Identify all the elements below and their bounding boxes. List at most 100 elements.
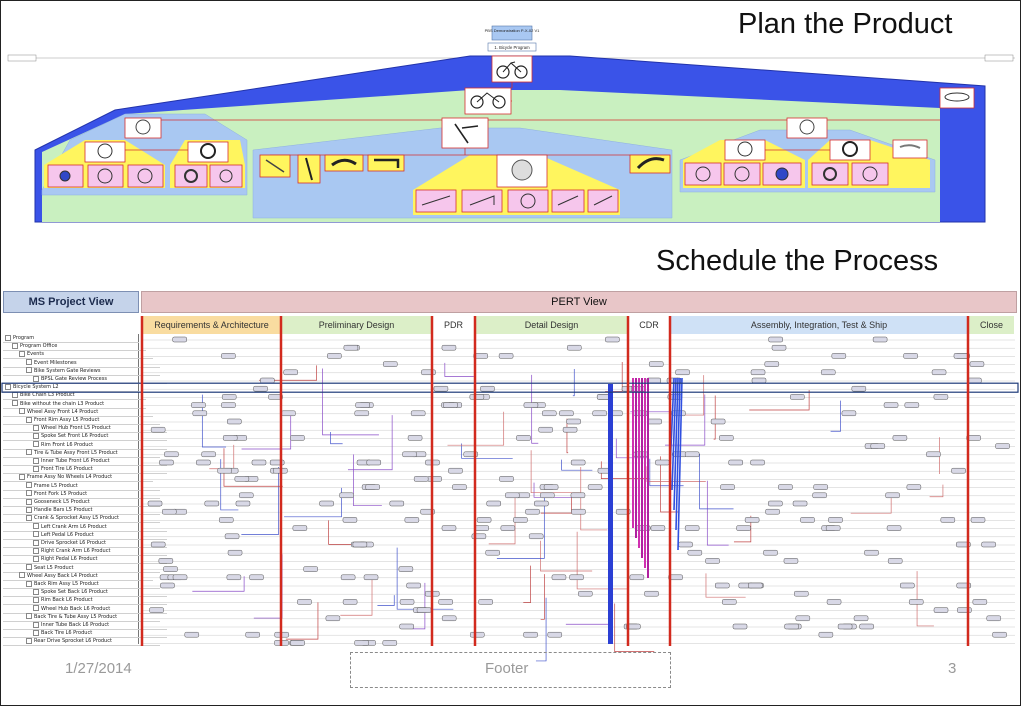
tire-front-leaf[interactable] xyxy=(209,164,243,188)
expand-toggle-icon[interactable] xyxy=(33,375,39,382)
phase-requirements[interactable]: Requirements & Architecture xyxy=(143,316,280,334)
expand-toggle-icon[interactable] xyxy=(19,572,25,579)
task-row[interactable]: Left Pedal L6 Product xyxy=(3,531,167,540)
expand-toggle-icon[interactable] xyxy=(26,514,32,521)
task-row[interactable]: Spoke Set Front L6 Product xyxy=(3,432,167,442)
task-row[interactable]: Wheel Assy Back L4 Product xyxy=(3,572,153,581)
task-row[interactable]: Inner Tube Front L6 Product xyxy=(3,457,167,466)
root-node[interactable] xyxy=(491,25,533,41)
task-row[interactable]: Gooseneck L5 Product xyxy=(3,498,160,507)
expand-toggle-icon[interactable] xyxy=(33,555,39,562)
task-row[interactable]: Wheel Hub Front L5 Product xyxy=(3,424,167,434)
tube-front-leaf[interactable] xyxy=(174,164,208,188)
seat-node[interactable] xyxy=(892,139,928,159)
expand-toggle-icon[interactable] xyxy=(33,465,39,472)
expand-toggle-icon[interactable] xyxy=(19,408,25,415)
back-wheel-assy-node[interactable] xyxy=(786,117,828,139)
task-row[interactable]: Event Milestones xyxy=(3,359,160,368)
bicycle-node[interactable] xyxy=(491,55,533,83)
expand-toggle-icon[interactable] xyxy=(26,490,32,497)
expand-toggle-icon[interactable] xyxy=(26,498,32,505)
task-row[interactable]: Drive Sprocket L6 Product xyxy=(3,539,167,548)
phase-preliminary-design[interactable]: Preliminary Design xyxy=(282,316,431,334)
back-tire-assy-node[interactable] xyxy=(829,139,871,161)
expand-toggle-icon[interactable] xyxy=(33,457,39,464)
task-row[interactable]: Bike without the chain L3 Product xyxy=(3,400,146,409)
expand-toggle-icon[interactable] xyxy=(33,539,39,546)
task-row[interactable]: Back Tire L6 Product xyxy=(3,629,167,639)
phase-assembly-integration[interactable]: Assembly, Integration, Test & Ship xyxy=(671,316,967,334)
seat-post-node[interactable] xyxy=(629,154,671,174)
expand-toggle-icon[interactable] xyxy=(26,367,32,374)
task-row[interactable]: Spoke Set Back L6 Product xyxy=(3,588,167,598)
task-row[interactable]: Front Tire L6 Product xyxy=(3,465,167,475)
crank-sprocket-assy-node[interactable] xyxy=(496,154,548,188)
expand-toggle-icon[interactable] xyxy=(26,506,32,513)
task-row[interactable]: Tire & Tube Assy Front L5 Product xyxy=(3,449,160,458)
expand-toggle-icon[interactable] xyxy=(33,432,39,439)
expand-toggle-icon[interactable] xyxy=(19,350,25,357)
front-tire-assy-node[interactable] xyxy=(187,141,229,163)
root-sub-node[interactable] xyxy=(487,42,537,52)
expand-toggle-icon[interactable] xyxy=(26,359,32,366)
task-row[interactable]: Right Crank Arm L6 Product xyxy=(3,547,167,557)
task-row[interactable]: Crank & Sprocket Assy L5 Product xyxy=(3,514,160,524)
expand-toggle-icon[interactable] xyxy=(33,547,39,554)
expand-toggle-icon[interactable] xyxy=(33,424,39,431)
task-row[interactable]: Bike System Gate Reviews xyxy=(3,367,160,376)
front-wheel-assy-node[interactable] xyxy=(124,117,162,139)
task-row[interactable]: Wheel Assy Front L4 Product xyxy=(3,408,153,417)
task-row[interactable]: Rear Drive Sprocket L6 Product xyxy=(3,637,160,647)
spoke-front-leaf[interactable] xyxy=(87,164,124,188)
gooseneck-node[interactable] xyxy=(324,154,364,172)
task-row[interactable]: Frame Assy No Wheels L4 Product xyxy=(3,473,153,483)
tire-back-leaf[interactable] xyxy=(851,162,889,186)
task-row[interactable]: Back Tire & Tube Assy L5 Product xyxy=(3,613,160,622)
phase-detail-design[interactable]: Detail Design xyxy=(476,316,627,334)
rim-back-leaf[interactable] xyxy=(723,162,761,186)
expand-toggle-icon[interactable] xyxy=(33,523,39,530)
task-row[interactable]: Rim Back L6 Product xyxy=(3,596,167,606)
handle-bars-node[interactable] xyxy=(367,154,405,172)
bike-without-chain-node[interactable] xyxy=(464,87,512,115)
task-row[interactable]: Right Pedal L6 Product xyxy=(3,555,167,565)
task-row[interactable]: Wheel Hub Back L6 Product xyxy=(3,605,167,614)
expand-toggle-icon[interactable] xyxy=(26,637,32,644)
expand-toggle-icon[interactable] xyxy=(26,449,32,456)
expand-toggle-icon[interactable] xyxy=(12,342,18,349)
expand-toggle-icon[interactable] xyxy=(19,473,25,480)
task-row[interactable]: Frame L5 Product xyxy=(3,482,160,491)
frame-part-node[interactable] xyxy=(259,154,291,178)
drive-sprocket-leaf[interactable] xyxy=(507,189,549,213)
task-row[interactable]: Front Fork L5 Product xyxy=(3,490,160,499)
spoke-back-leaf[interactable] xyxy=(684,162,722,186)
expand-toggle-icon[interactable] xyxy=(33,605,39,612)
task-row[interactable]: Handle Bars L5 Product xyxy=(3,506,160,516)
expand-toggle-icon[interactable] xyxy=(33,596,39,603)
expand-toggle-icon[interactable] xyxy=(33,531,39,538)
expand-toggle-icon[interactable] xyxy=(33,588,39,595)
tube-back-leaf[interactable] xyxy=(811,162,849,186)
front-fork-node[interactable] xyxy=(297,154,321,184)
front-rim-assy-node[interactable] xyxy=(84,141,126,163)
expand-toggle-icon[interactable] xyxy=(33,621,39,628)
expand-toggle-icon[interactable] xyxy=(5,383,11,390)
task-row[interactable]: Front Rim Assy L5 Product xyxy=(3,416,160,425)
expand-toggle-icon[interactable] xyxy=(26,580,32,587)
rim-front-leaf[interactable] xyxy=(127,164,164,188)
expand-toggle-icon[interactable] xyxy=(26,482,32,489)
expand-toggle-icon[interactable] xyxy=(5,334,11,341)
task-row[interactable]: Program xyxy=(3,334,139,343)
expand-toggle-icon[interactable] xyxy=(26,416,32,423)
expand-toggle-icon[interactable] xyxy=(26,564,32,571)
task-row[interactable]: Rim Front L6 Product xyxy=(3,441,167,450)
task-row[interactable]: Events xyxy=(3,350,153,360)
chain-node[interactable] xyxy=(939,87,975,109)
phase-cdr[interactable]: CDR xyxy=(629,316,669,334)
task-row[interactable]: Inner Tube Back L6 Product xyxy=(3,621,167,630)
expand-toggle-icon[interactable] xyxy=(26,613,32,620)
expand-toggle-icon[interactable] xyxy=(12,400,18,407)
task-row[interactable]: Seat L5 Product xyxy=(3,564,160,573)
task-row[interactable]: Left Crank Arm L6 Product xyxy=(3,523,167,532)
phase-pdr[interactable]: PDR xyxy=(433,316,474,334)
